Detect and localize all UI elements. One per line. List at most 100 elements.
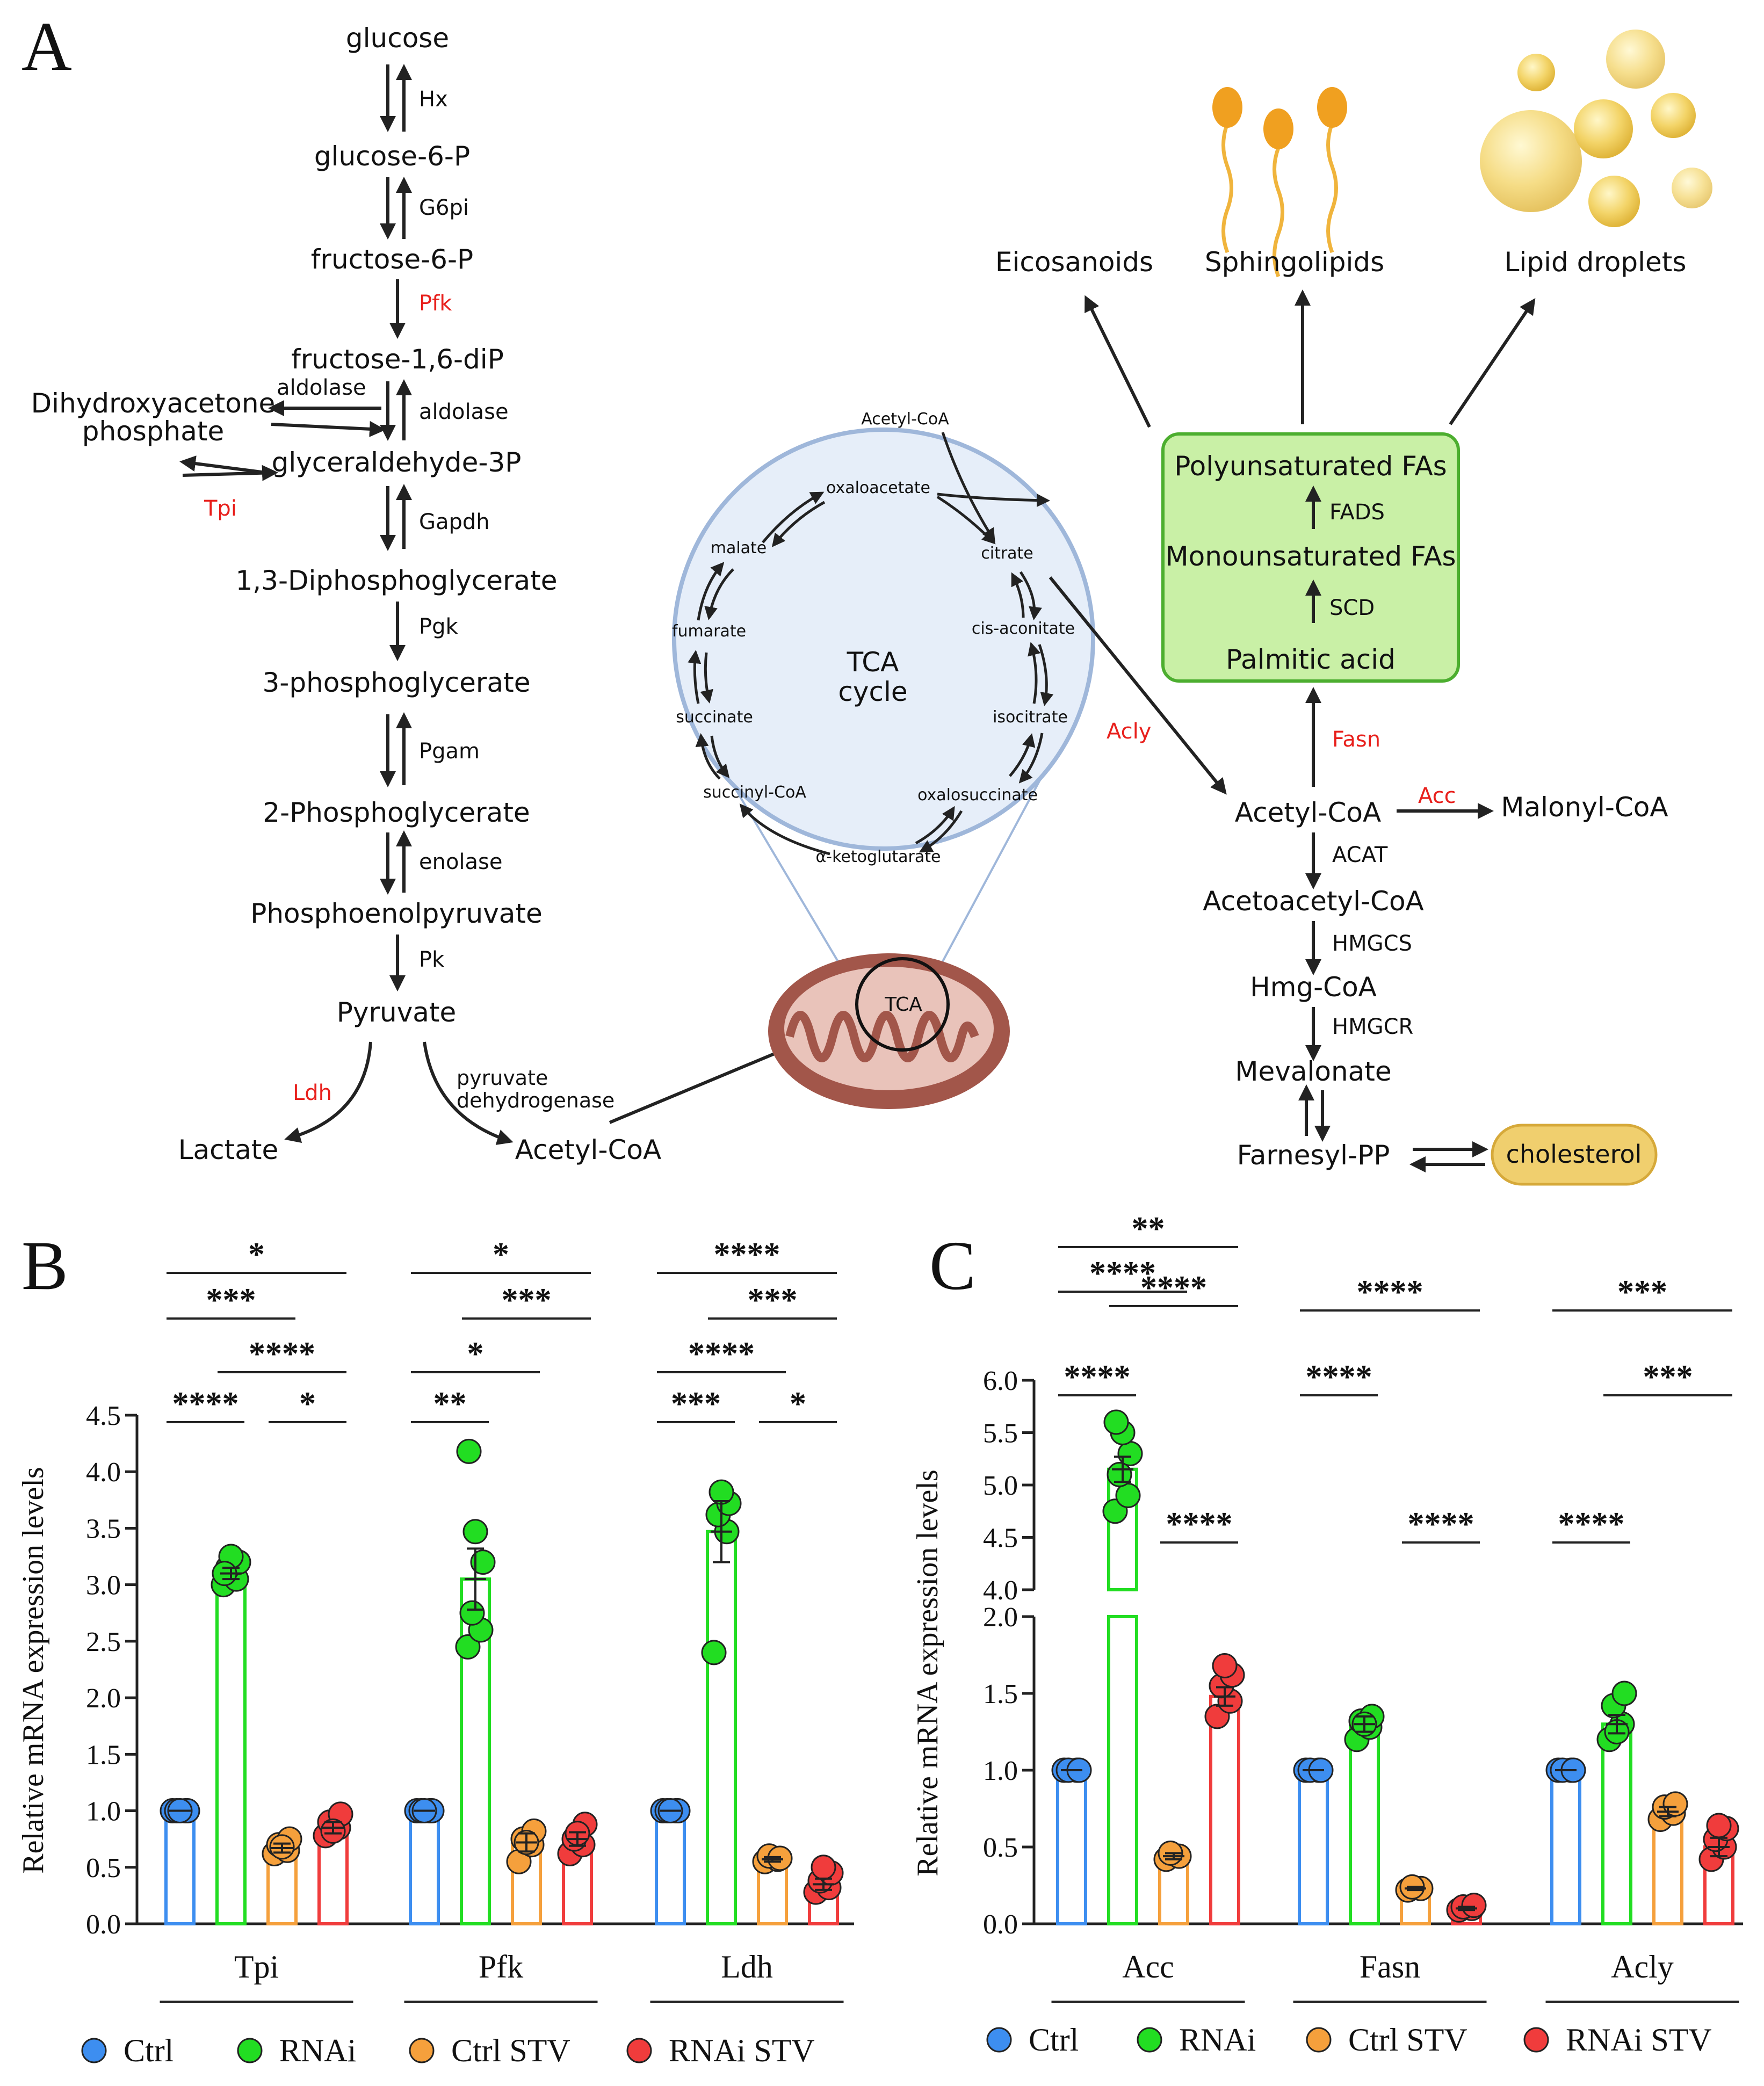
lactate-label: Lactate	[178, 1134, 279, 1165]
y-tick-label: 4.0	[86, 1457, 121, 1488]
significance-stars: *	[299, 1386, 316, 1422]
mito-tca-label: TCA	[884, 994, 922, 1016]
farnesyl-pp-label: Farnesyl-PP	[1237, 1140, 1390, 1171]
enzyme-scd: SCD	[1329, 596, 1375, 620]
eicosanoids-label: Eicosanoids	[995, 247, 1153, 278]
data-point	[1103, 1409, 1129, 1435]
tca-arrows	[688, 432, 1227, 856]
data-point	[1611, 1681, 1637, 1706]
significance-stars: ***	[502, 1282, 552, 1319]
bar-Acc-RNAi	[1107, 1615, 1138, 1925]
enzyme-g6pi: G6pi	[419, 195, 469, 220]
tca-title-line2: cycle	[838, 676, 907, 707]
sphingolipids-label: Sphingolipids	[1205, 247, 1384, 278]
data-point	[1115, 1483, 1141, 1508]
lipid-droplets-label: Lipid droplets	[1505, 247, 1687, 278]
y-tick-label: 0.0	[86, 1909, 121, 1940]
data-point	[455, 1634, 481, 1660]
diphosphoglycerate-label: 1,3-Diphosphoglycerate	[235, 565, 557, 596]
hmg-coa-label: Hmg-CoA	[1250, 972, 1377, 1003]
palmitic-acid-label: Palmitic acid	[1226, 644, 1396, 675]
lipid-pathway: Eicosanoids Sphingolipids Lipid droplets…	[995, 30, 1712, 1186]
acetyl-coa-glycolysis-label: Acetyl-CoA	[515, 1134, 661, 1165]
enzyme-hmgcs: HMGCS	[1332, 931, 1412, 956]
glucose-6p-label: glucose-6-P	[314, 141, 470, 172]
legend-label-ctrl-stv: Ctrl STV	[1348, 2022, 1467, 2058]
significance-stars: ****	[1558, 1506, 1625, 1542]
x-category-label: Acc	[1122, 1949, 1174, 1984]
significance-stars: ***	[1643, 1359, 1693, 1395]
y-tick-label: 1.0	[86, 1797, 121, 1827]
bar-Acc-RNAi STV	[1209, 1694, 1240, 1925]
legend-label-rnai: RNAi	[279, 2033, 356, 2068]
enzyme-enolase: enolase	[419, 850, 503, 874]
bar-Fasn-Ctrl	[1298, 1769, 1329, 1925]
y-tick-label: 0.5	[983, 1833, 1018, 1863]
significance-stars: ****	[172, 1386, 239, 1422]
significance-stars: ***	[748, 1282, 798, 1319]
significance-stars: ***	[1617, 1274, 1667, 1310]
enzyme-gapdh: Gapdh	[419, 510, 490, 534]
mufa-label: Monounsaturated FAs	[1166, 541, 1456, 572]
fumarate-label: fumarate	[672, 622, 746, 641]
bar-Tpi-RNAi	[215, 1571, 247, 1926]
legend-marker-ctrl	[81, 2038, 107, 2063]
glucose-label: glucose	[346, 23, 449, 54]
significance-stars: **	[433, 1386, 467, 1422]
enzyme-pdh-line2: dehydrogenase	[457, 1089, 614, 1112]
y-axis-title: Relative mRNA expression levels	[911, 1469, 944, 1876]
x-category-label: Acly	[1611, 1949, 1674, 1984]
panel-label-b: B	[21, 1227, 68, 1305]
succinate-label: succinate	[676, 708, 753, 727]
significance-stars: *	[493, 1236, 509, 1273]
significance-stars: ****	[1408, 1506, 1474, 1542]
fructose-16-dip-label: fructose-1,6-diP	[291, 344, 504, 375]
legend-marker-rnai-stv	[626, 2038, 652, 2063]
3-phosphoglycerate-label: 3-phosphoglycerate	[263, 667, 531, 698]
significance-stars: ****	[1306, 1359, 1372, 1395]
legend-label-rnai-stv: RNAi STV	[1566, 2022, 1712, 2058]
glycolysis-pathway: glucose glucose-6-P fructose-6-P fructos…	[31, 23, 662, 1165]
y-tick-label: 4.5	[86, 1401, 121, 1431]
legend-marker-rnai	[1137, 2027, 1162, 2053]
bar-Acly-RNAi	[1601, 1722, 1632, 1925]
significance-stars: ****	[688, 1336, 755, 1372]
y-tick-label: 0.5	[86, 1853, 121, 1884]
significance-stars: ****	[1064, 1359, 1131, 1395]
enzyme-pgk: Pgk	[419, 614, 459, 639]
significance-stars: ****	[1357, 1274, 1423, 1310]
tca-acetyl-coa-label: Acetyl-CoA	[861, 410, 949, 429]
significance-stars: *	[467, 1336, 484, 1372]
bar-Acly-Ctrl	[1550, 1769, 1581, 1925]
panel-label-c: C	[929, 1227, 976, 1305]
enzyme-aldolase-left: aldolase	[277, 375, 366, 400]
bar-Pfk-Ctrl	[409, 1809, 440, 1926]
x-category-label: Fasn	[1360, 1949, 1420, 1984]
significance-stars: ****	[714, 1236, 780, 1273]
enzyme-tpi: Tpi	[204, 496, 237, 521]
glyceraldehyde-3p-label: glyceraldehyde-3P	[272, 447, 522, 478]
significance-stars: *	[248, 1236, 265, 1273]
y-tick-label: 3.0	[86, 1570, 121, 1601]
y-axis-title: Relative mRNA expression levels	[17, 1467, 50, 1873]
acetoacetyl-coa-label: Acetoacetyl-CoA	[1203, 886, 1424, 917]
enzyme-aldolase-right: aldolase	[419, 400, 509, 424]
tca-cycle: TCA Acetyl-CoA oxaloacetate citrate cis-…	[672, 410, 1227, 1109]
oxalosuccinate-label: oxalosuccinate	[917, 786, 1038, 805]
data-point	[811, 1855, 836, 1880]
significance-stars: ****	[1166, 1506, 1233, 1542]
citrate-label: citrate	[981, 544, 1033, 563]
legend-label-ctrl-stv: Ctrl STV	[451, 2033, 570, 2068]
malonyl-coa-label: Malonyl-CoA	[1501, 792, 1668, 823]
legend-marker-rnai-stv	[1523, 2027, 1549, 2053]
data-point	[459, 1600, 485, 1626]
sphingolipid-icon	[1212, 87, 1347, 278]
fatty-acid-box	[1161, 432, 1460, 683]
bar-Tpi-Ctrl	[164, 1809, 196, 1926]
y-tick-label-upper: 5.0	[983, 1471, 1018, 1501]
significance-stars: ****	[1089, 1255, 1156, 1292]
succinyl-coa-label: succinyl-CoA	[703, 783, 806, 802]
